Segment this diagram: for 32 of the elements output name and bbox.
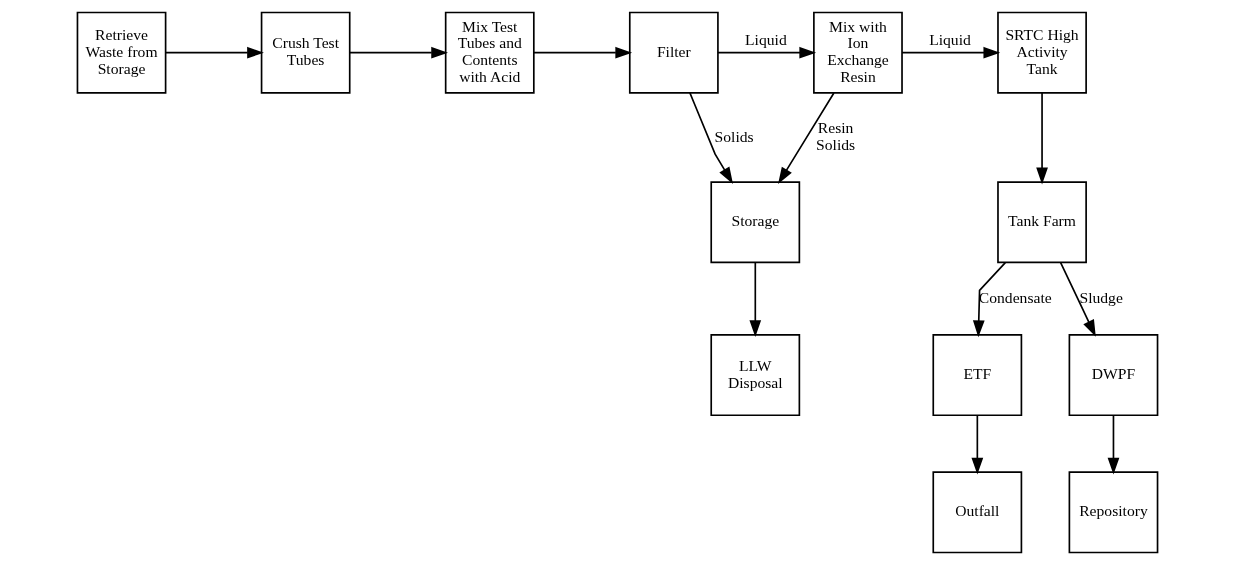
edge-label: Liquid <box>929 31 971 49</box>
node-box: Mix Test Tubes and Contents with Acid <box>444 11 535 94</box>
node-box: Storage <box>710 181 801 264</box>
node-box: Crush Test Tubes <box>260 11 351 94</box>
node-box: ETF <box>932 334 1023 417</box>
arrow <box>901 46 1001 59</box>
node-box: Retrieve Waste from Storage <box>76 11 167 94</box>
edge-label: Resin Solids <box>816 119 856 153</box>
node-box: SRTC High Activity Tank <box>997 11 1087 94</box>
node-box: Mix with Ion Exchange Resin <box>813 11 903 94</box>
arrow <box>749 261 762 337</box>
edge-label: Liquid <box>745 31 787 49</box>
arrow <box>164 46 264 59</box>
edge-label: Condensate <box>978 288 1052 306</box>
node-box: LLW Disposal <box>710 334 801 417</box>
node-box: Tank Farm <box>997 181 1087 264</box>
arrow <box>1059 261 1096 337</box>
node-box: Filter <box>628 11 719 94</box>
edge-label: Solids <box>714 127 754 145</box>
arrow <box>971 414 984 475</box>
node-box: Repository <box>1068 471 1159 554</box>
edge-label: Sludge <box>1079 288 1123 306</box>
arrow <box>972 261 1007 338</box>
arrow <box>689 92 733 184</box>
arrow <box>1107 414 1120 475</box>
arrow <box>778 92 835 184</box>
arrow <box>717 46 817 59</box>
arrow <box>533 46 633 59</box>
node-box: Outfall <box>932 471 1023 554</box>
node-box: DWPF <box>1068 334 1159 417</box>
arrow <box>1036 92 1048 185</box>
arrow <box>349 46 448 59</box>
